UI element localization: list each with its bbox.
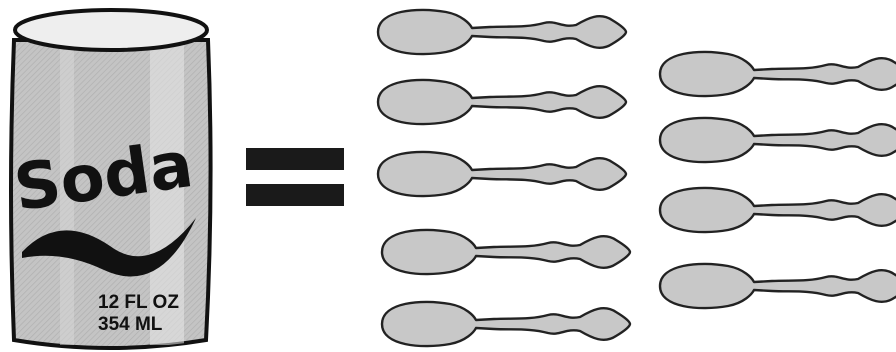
teaspoon-group — [376, 8, 896, 348]
teaspoon — [658, 50, 896, 98]
teaspoon — [658, 262, 896, 310]
teaspoon — [380, 300, 632, 348]
teaspoon — [658, 116, 896, 164]
equals-bar-top — [246, 148, 344, 170]
can-volume-us: 12 FL OZ — [98, 292, 179, 313]
can-highlight — [150, 40, 184, 345]
soda-can: Soda 12 FL OZ 354 ML — [9, 8, 213, 350]
teaspoon — [658, 186, 896, 234]
teaspoon — [380, 228, 632, 276]
equals-sign — [246, 148, 344, 206]
teaspoon — [376, 8, 628, 56]
teaspoon — [376, 78, 628, 126]
equals-bar-bottom — [246, 184, 344, 206]
can-top — [13, 8, 209, 52]
can-volume-metric: 354 ML — [98, 314, 163, 335]
teaspoon — [376, 150, 628, 198]
can-swoosh — [22, 218, 196, 277]
